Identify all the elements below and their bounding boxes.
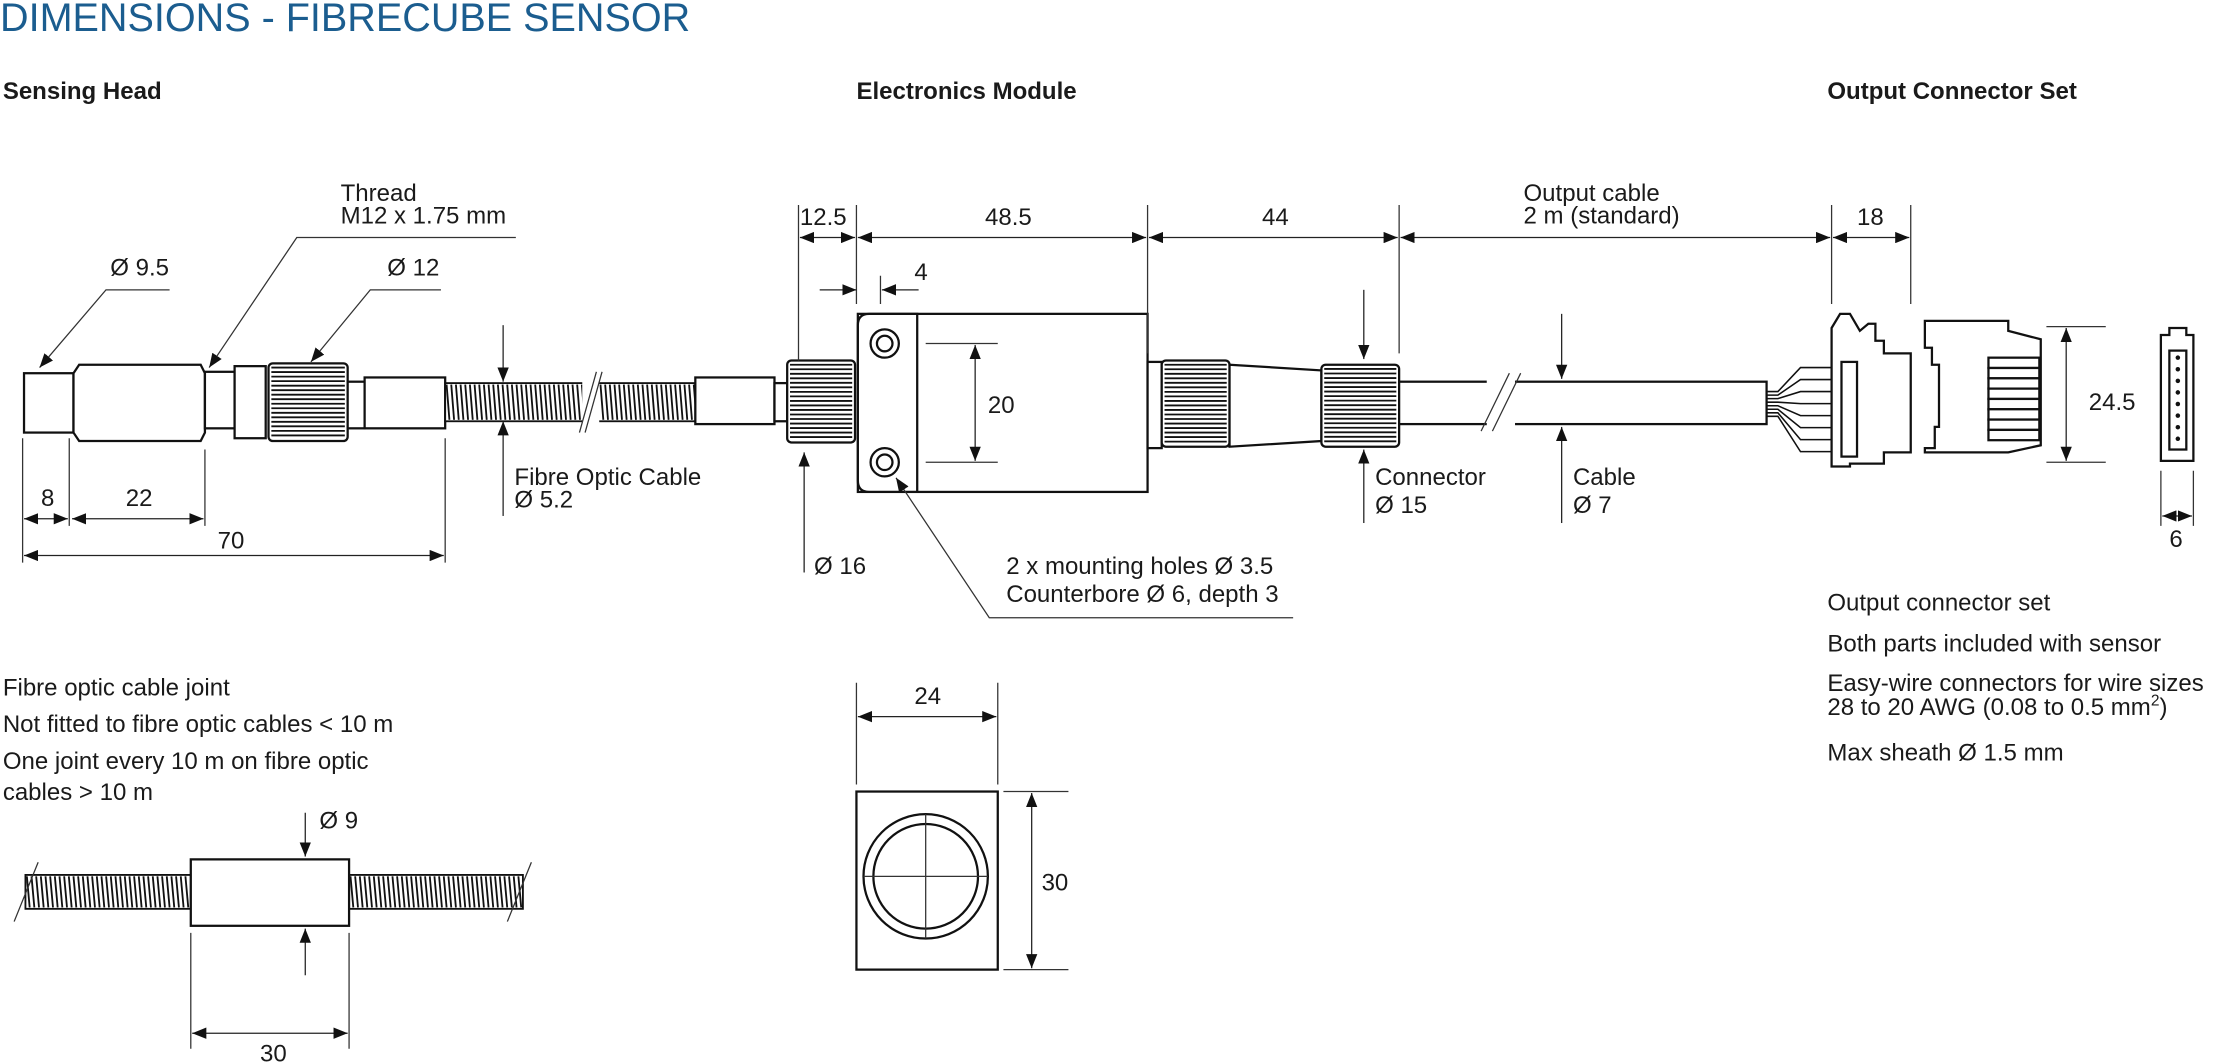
knurled-nut bbox=[267, 362, 349, 443]
cable-dia: Ø 7 bbox=[1573, 492, 1612, 519]
connector-note-1: Output connector set bbox=[1827, 590, 2050, 617]
hole-spacing: 20 bbox=[988, 392, 1015, 419]
len-tip: 8 bbox=[41, 485, 54, 512]
connector-note-2: Both parts included with sensor bbox=[1827, 631, 2161, 658]
connector-note-4: 28 to 20 AWG (0.08 to 0.5 mm2) bbox=[1827, 692, 2167, 721]
holes-line1: 2 x mounting holes Ø 3.5 bbox=[1006, 553, 1273, 580]
output-cable-label: Output cable bbox=[1524, 180, 1660, 207]
page-title: DIMENSIONS - FIBRECUBE SENSOR bbox=[0, 0, 690, 40]
holes-line2: Counterbore Ø 6, depth 3 bbox=[1006, 581, 1278, 608]
connector-dia: Ø 15 bbox=[1375, 492, 1427, 519]
front-height: 30 bbox=[1042, 869, 1069, 896]
joint-dia: Ø 9 bbox=[319, 807, 358, 834]
fibre-cable-dia: Ø 5.2 bbox=[514, 486, 573, 513]
dia-tip-label: Ø 9.5 bbox=[110, 255, 169, 282]
sensing-head-drawing bbox=[22, 359, 857, 444]
joint-note-4: cables > 10 m bbox=[3, 779, 153, 806]
connector-label: Connector bbox=[1375, 464, 1486, 491]
electronics-module-drawing bbox=[856, 312, 1768, 494]
connector-note-3: Easy-wire connectors for wire sizes bbox=[1827, 670, 2203, 697]
len-48-5: 48.5 bbox=[985, 204, 1032, 231]
joint-note-2: Not fitted to fibre optic cables < 10 m bbox=[3, 711, 393, 738]
knurled-nut bbox=[1160, 359, 1231, 448]
width-6: 6 bbox=[2169, 526, 2182, 553]
height-24-5: 24.5 bbox=[2089, 389, 2136, 416]
output-cable-len: 2 m (standard) bbox=[1524, 202, 1680, 229]
cable-joint-drawing bbox=[13, 858, 532, 927]
knurled-nut bbox=[786, 359, 857, 444]
fibre-optic-cable bbox=[444, 371, 698, 433]
joint-note-1: Fibre optic cable joint bbox=[3, 674, 230, 701]
len-44: 44 bbox=[1262, 204, 1289, 231]
joint-len: 30 bbox=[260, 1040, 287, 1063]
connector-note-5: Max sheath Ø 1.5 mm bbox=[1827, 739, 2063, 766]
len-thread: 22 bbox=[126, 485, 153, 512]
len-4: 4 bbox=[914, 259, 927, 286]
module-front-view bbox=[855, 790, 999, 971]
len-total: 70 bbox=[218, 527, 245, 554]
joint-note-3: One joint every 10 m on fibre optic bbox=[3, 748, 369, 775]
output-connector-drawing bbox=[1766, 312, 2195, 468]
fibre-cable-label: Fibre Optic Cable bbox=[514, 464, 701, 491]
front-width: 24 bbox=[914, 683, 941, 710]
heading-sensing-head: Sensing Head bbox=[3, 78, 162, 105]
connector-nut bbox=[1320, 363, 1401, 448]
heading-output-connector-set: Output Connector Set bbox=[1827, 78, 2076, 105]
thread-label: Thread bbox=[341, 180, 417, 207]
heading-electronics-module: Electronics Module bbox=[856, 78, 1076, 105]
dia-nut-16: Ø 16 bbox=[814, 553, 866, 580]
cable-label: Cable bbox=[1573, 464, 1636, 491]
len-12-5: 12.5 bbox=[800, 204, 847, 231]
thread-spec: M12 x 1.75 mm bbox=[341, 202, 507, 229]
dia-nut-label: Ø 12 bbox=[387, 255, 439, 282]
len-18: 18 bbox=[1857, 204, 1884, 231]
